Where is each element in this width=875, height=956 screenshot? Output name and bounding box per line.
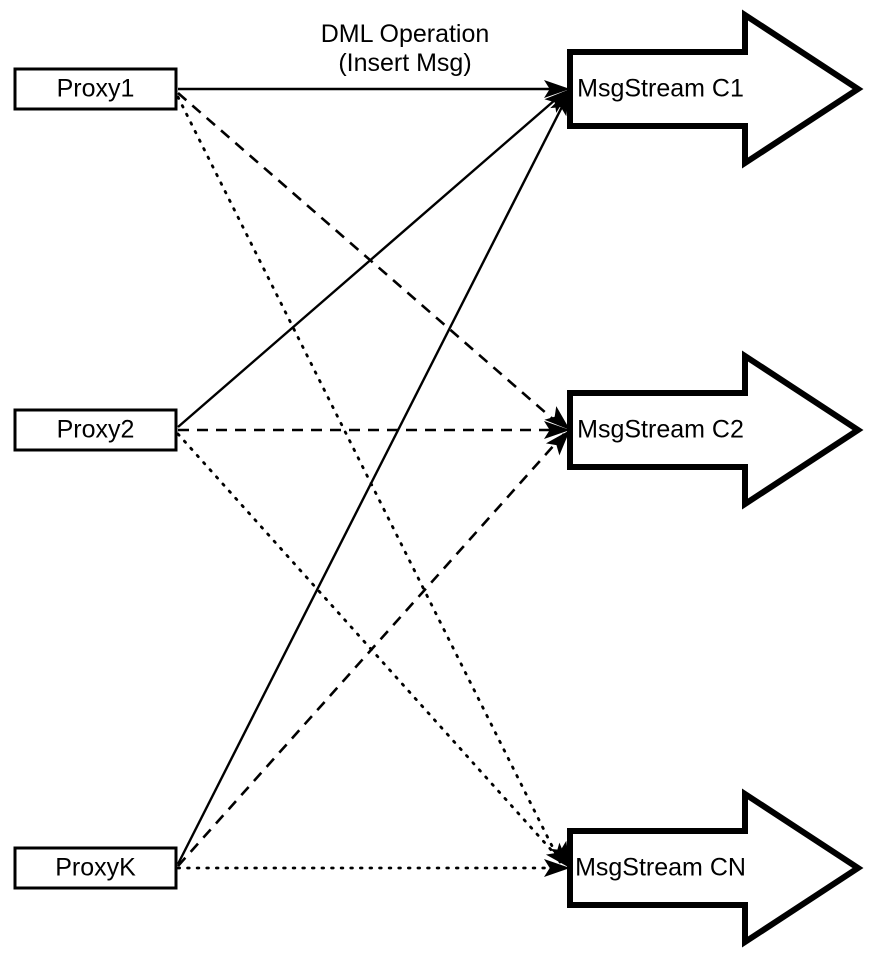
stream-node-msgstream-c1[interactable]: MsgStream C1 — [567, 9, 864, 169]
block-arrow-icon — [567, 9, 864, 169]
stream-label: MsgStream CN — [575, 854, 746, 882]
stream-label: MsgStream C2 — [577, 416, 744, 444]
proxy-node-proxyk[interactable]: ProxyK — [13, 846, 178, 890]
proxy-label: Proxy1 — [57, 75, 135, 103]
arrowhead-icon — [550, 89, 570, 117]
edge-proxy2-to-msgstream-c1 — [177, 92, 564, 428]
proxy-node-proxy1[interactable]: Proxy1 — [13, 67, 178, 111]
annotation-line-1: DML Operation — [321, 20, 490, 48]
annotation-line-2: (Insert Msg) — [338, 49, 471, 77]
arrowhead-icon — [545, 842, 570, 868]
arrowhead-icon — [544, 859, 570, 877]
stream-node-msgstream-cn[interactable]: MsgStream CN — [567, 788, 864, 948]
edge-annotation-dml-operation: DML Operation(Insert Msg) — [321, 20, 490, 77]
block-arrow-icon — [567, 788, 864, 948]
arrowhead-icon — [544, 406, 570, 430]
block-arrow-icon — [567, 350, 864, 510]
stream-node-msgstream-c2[interactable]: MsgStream C2 — [567, 350, 864, 510]
proxy-box — [13, 67, 178, 111]
arrowheads-layer — [544, 80, 570, 877]
edge-proxyk-to-msgstream-c2 — [177, 433, 565, 867]
arrowhead-icon — [545, 430, 570, 456]
arrowhead-icon — [544, 421, 570, 439]
proxy-node-proxy2[interactable]: Proxy2 — [13, 408, 178, 452]
proxy-box — [13, 846, 178, 890]
edge-proxy1-to-msgstream-cn — [176, 95, 562, 864]
streams-layer: MsgStream C1 MsgStream C2 MsgStream CN — [567, 9, 864, 948]
proxy-label: Proxy2 — [57, 416, 135, 444]
edge-proxyk-to-msgstream-c1 — [176, 94, 570, 865]
arrowhead-icon — [544, 80, 570, 98]
edges-layer — [176, 87, 570, 870]
edge-proxy2-to-msgstream-cn — [176, 432, 564, 864]
arrowhead-icon — [544, 89, 570, 113]
proxy-box — [13, 408, 178, 452]
annotations-layer: DML Operation(Insert Msg) — [321, 20, 490, 77]
proxy-label: ProxyK — [55, 854, 136, 882]
stream-label: MsgStream C1 — [577, 75, 744, 103]
